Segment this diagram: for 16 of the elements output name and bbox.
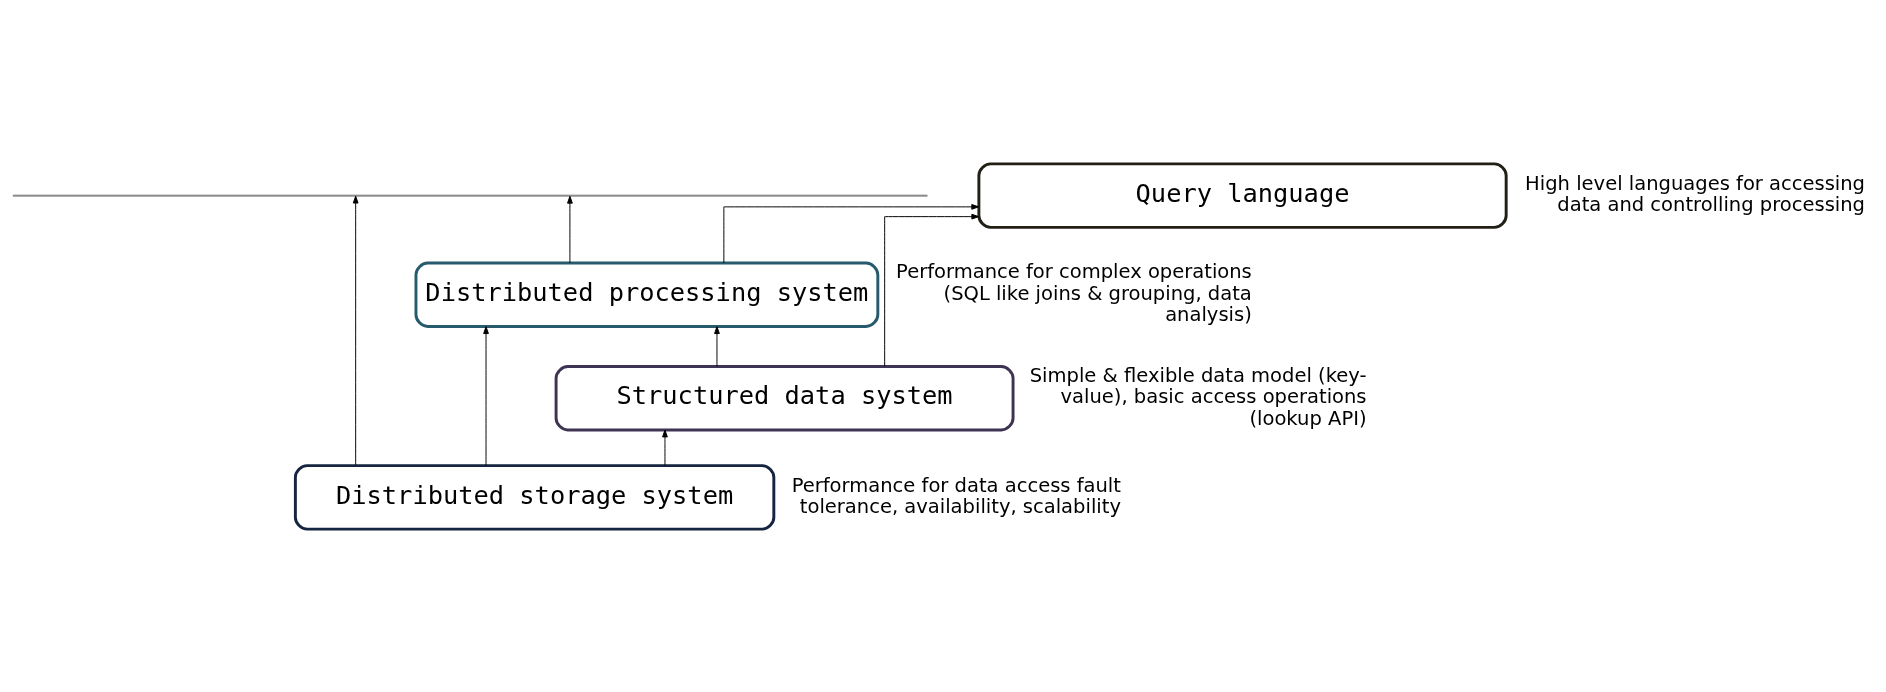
arrow [352, 195, 359, 466]
arrow [723, 203, 980, 263]
node-label: High level languages for accessing data and controlling processing [1525, 171, 1865, 216]
node-box: Query language [977, 161, 1508, 229]
arrow [662, 429, 668, 466]
node-label: Performance for data access fault tolerance, availability, scalability [791, 473, 1121, 518]
arrow [567, 195, 573, 263]
node-label: Performance for complex operations (SQL like joins & grouping, data analysis) [896, 259, 1252, 326]
node-box: Distributed storage system [293, 463, 776, 531]
node-bar [12, 194, 928, 197]
arrow [714, 325, 720, 367]
arrow [483, 325, 489, 466]
node-box: Distributed processing system [414, 261, 880, 328]
node-label: Simple & flexible data model (key-value), basic access operations (lookup API) [1029, 363, 1367, 430]
node-box: Structured data system [554, 364, 1015, 431]
arrow [884, 213, 980, 367]
